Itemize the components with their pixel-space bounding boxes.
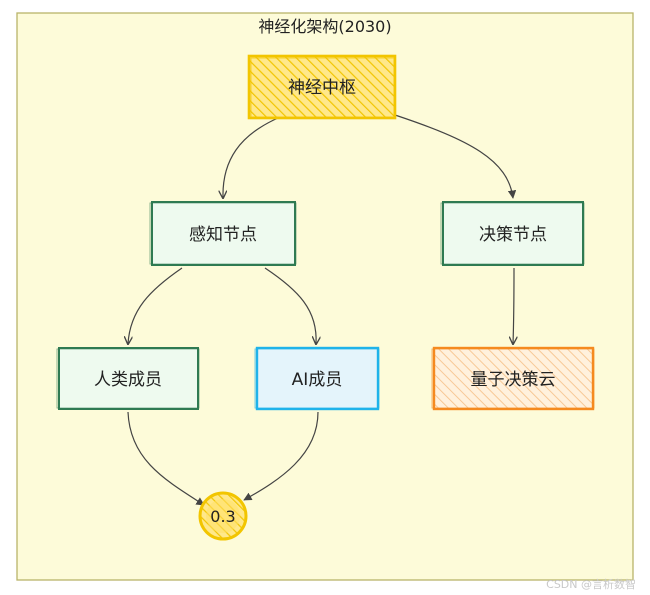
node-ai-label: AI成员 — [292, 370, 343, 390]
node-human-label: 人类成员 — [94, 370, 162, 390]
node-ai[interactable]: AI成员 — [254, 346, 380, 411]
edge-core-to-sensing — [223, 117, 279, 198]
edge-sensing-to-human — [128, 267, 183, 344]
node-ratio[interactable]: 0.3 — [198, 491, 248, 541]
edge-core-to-decision — [394, 114, 517, 199]
diagram-title: 神经化架构(2030) — [258, 17, 391, 36]
node-core[interactable]: 神经中枢 — [247, 54, 397, 120]
node-quantum-label: 量子决策云 — [471, 370, 556, 390]
watermark-text: CSDN @言析数智 — [546, 577, 636, 591]
edge-decision-to-quantum — [513, 267, 514, 344]
edge-ai-to-ratio — [243, 411, 319, 501]
node-sensing-label: 感知节点 — [189, 225, 257, 245]
node-core-label: 神经中枢 — [288, 78, 356, 98]
node-ratio-label: 0.3 — [210, 507, 235, 526]
edge-human-to-ratio — [127, 411, 205, 506]
node-decision[interactable]: 决策节点 — [440, 201, 585, 266]
edge-sensing-to-ai — [264, 267, 316, 344]
node-human[interactable]: 人类成员 — [56, 347, 200, 410]
node-sensing[interactable]: 感知节点 — [149, 201, 297, 266]
node-decision-label: 决策节点 — [479, 225, 547, 245]
node-quantum[interactable]: 量子决策云 — [431, 346, 595, 411]
